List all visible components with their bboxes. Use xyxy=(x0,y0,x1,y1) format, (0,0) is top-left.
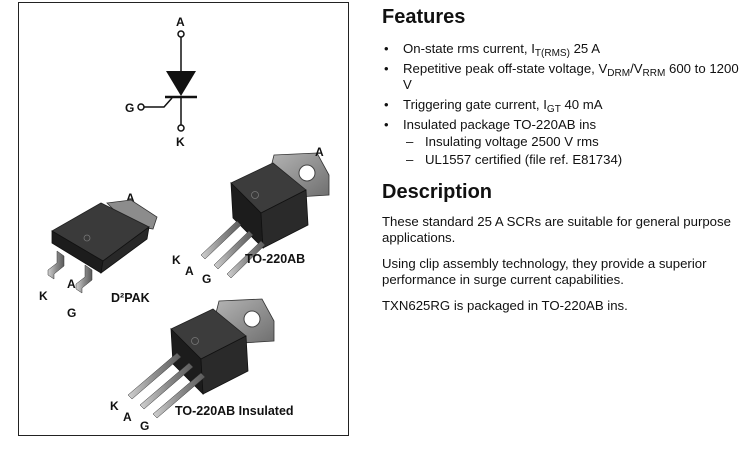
package-illustration: A G K A K A G TO-220AB xyxy=(39,15,330,433)
to220-name: TO-220AB xyxy=(245,252,305,266)
d2pak-name: D²PAK xyxy=(111,291,150,305)
symbol-cathode-label: K xyxy=(176,135,185,149)
feature-subitem: Insulating voltage 2500 V rms xyxy=(403,134,742,150)
feature-subitem: UL1557 certified (file ref. E81734) xyxy=(403,152,742,168)
feature-item: Triggering gate current, IGT 40 mA xyxy=(382,97,742,115)
features-heading: Features xyxy=(382,6,466,28)
to220-tab-label: A xyxy=(315,145,324,159)
gate-terminal xyxy=(137,103,145,111)
text-column: Features On-state rms current, IT(RMS) 2… xyxy=(382,6,742,314)
to220ab-package: A K A G TO-220AB xyxy=(172,145,330,286)
features-list: On-state rms current, IT(RMS) 25 A Repet… xyxy=(382,41,742,168)
d2pak-pin-k: K xyxy=(39,289,48,303)
description-paragraph: Using clip assembly technology, they pro… xyxy=(382,256,707,287)
to220ab-insulated-package: K A G TO-220AB Insulated xyxy=(110,298,294,433)
scr-symbol: A G K xyxy=(125,15,197,149)
d2pak-package: A K A G D²PAK xyxy=(39,191,158,320)
d2pak-pin-a: A xyxy=(67,277,76,291)
to220ins-pin-g: G xyxy=(140,419,149,433)
feature-item: Insulated package TO-220AB ins Insulatin… xyxy=(382,117,742,168)
to220-pin-a: A xyxy=(185,264,194,278)
to220ins-pin-a: A xyxy=(123,410,132,424)
symbol-gate-label: G xyxy=(125,101,134,115)
feature-item: Repetitive peak off-state voltage, VDRM/… xyxy=(382,61,742,93)
to220ins-name: TO-220AB Insulated xyxy=(175,404,294,418)
feature-subitems: Insulating voltage 2500 V rms UL1557 cer… xyxy=(403,134,742,168)
feature-item: On-state rms current, IT(RMS) 25 A xyxy=(382,41,742,59)
package-figure: A G K A K A G TO-220AB xyxy=(18,2,349,436)
to220ins-pin-k: K xyxy=(110,399,119,413)
anode-terminal xyxy=(177,30,185,38)
description-heading: Description xyxy=(382,181,493,203)
d2pak-pin-g: G xyxy=(67,306,76,320)
to220-pin-g: G xyxy=(202,272,211,286)
description-paragraph: TXN625RG is packaged in TO-220AB ins. xyxy=(382,298,628,313)
symbol-anode-label: A xyxy=(176,15,185,29)
to220-pin-k: K xyxy=(172,253,181,267)
description-paragraph: These standard 25 A SCRs are suitable fo… xyxy=(382,214,731,245)
scr-triangle xyxy=(166,71,196,96)
d2pak-tab-label: A xyxy=(126,191,135,205)
cathode-terminal xyxy=(177,124,185,132)
